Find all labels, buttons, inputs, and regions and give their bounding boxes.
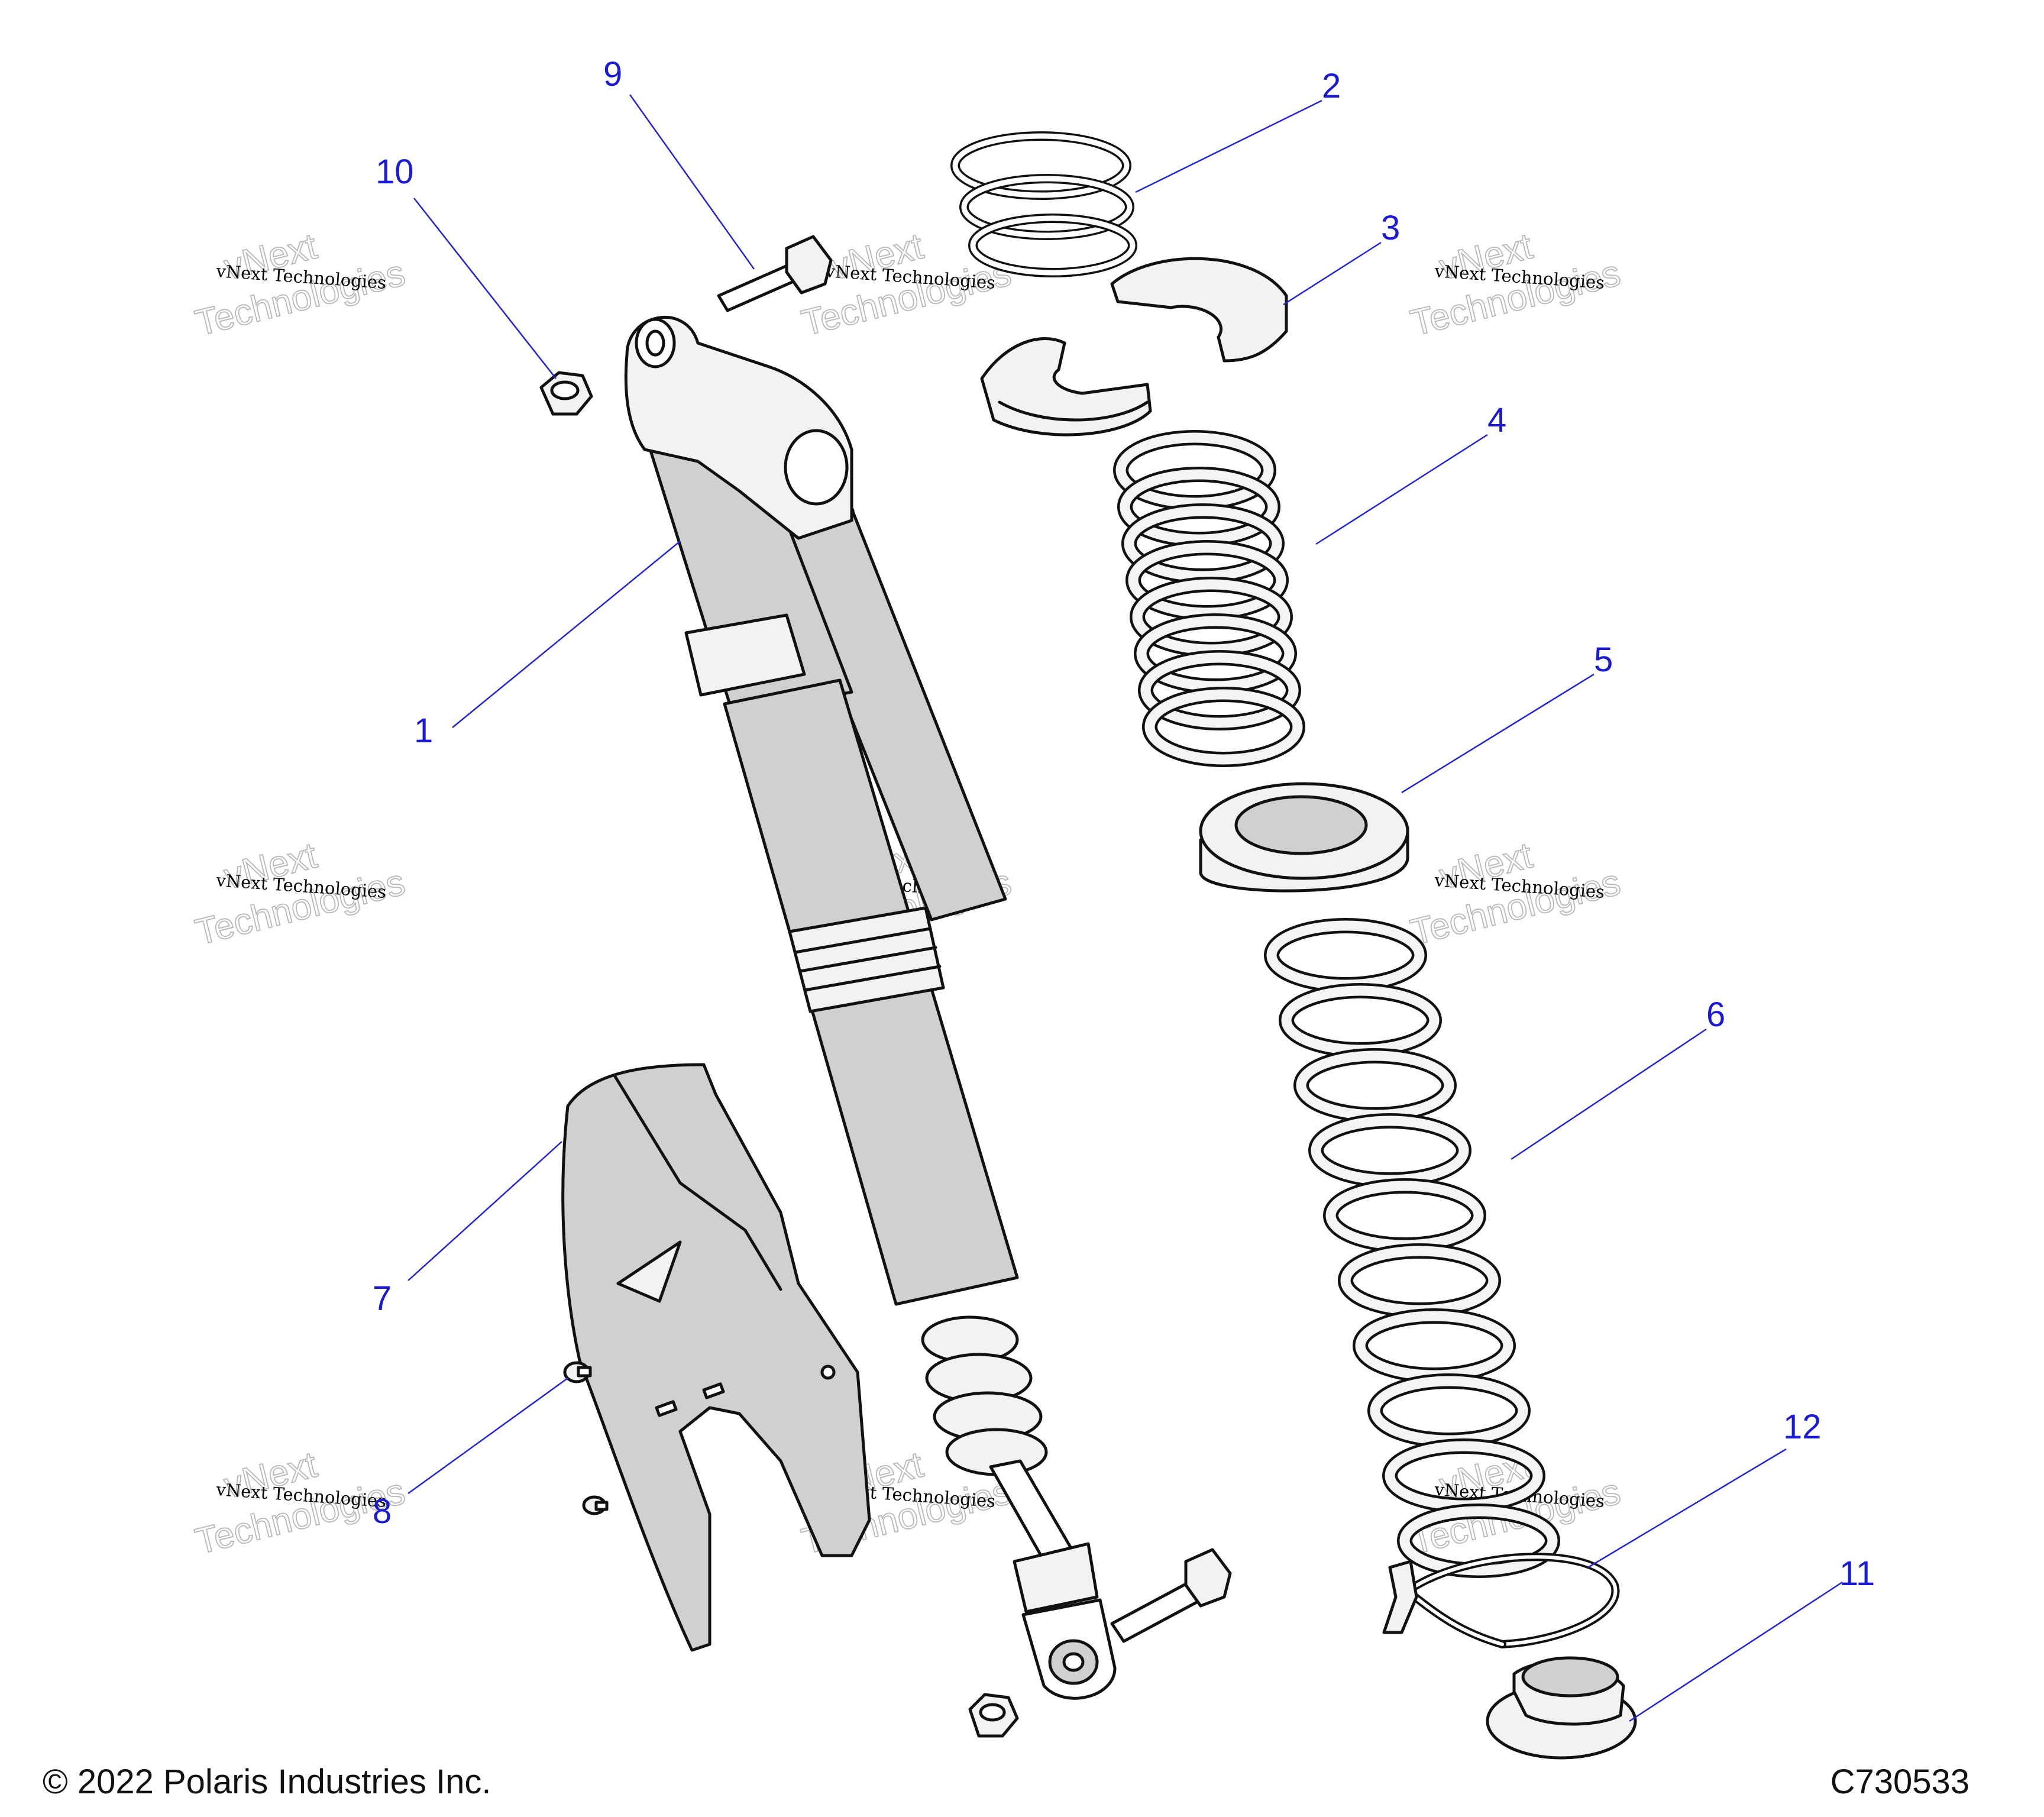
callout-8: 8 xyxy=(373,1492,392,1531)
guard-slot xyxy=(655,1400,678,1417)
lower-spring-coil xyxy=(1296,1050,1454,1120)
lower-bolt-head xyxy=(1184,1548,1232,1608)
lower-spring-coil xyxy=(1340,1246,1499,1315)
leader-7 xyxy=(407,1141,562,1281)
shock-guard-part-7 xyxy=(561,1063,871,1652)
lower-spring-coil xyxy=(1281,985,1440,1055)
lower-spring-coil xyxy=(1399,1506,1558,1576)
callout-2: 2 xyxy=(1322,67,1341,105)
guard-hole xyxy=(820,1365,836,1380)
collar-line xyxy=(803,965,942,992)
callout-1: 1 xyxy=(414,712,433,750)
leader-11 xyxy=(1629,1581,1843,1722)
bottom-seat-recess xyxy=(1521,1656,1619,1698)
leader-lines xyxy=(407,94,1843,1722)
middle-spring-coil xyxy=(1115,432,1274,508)
guard-body xyxy=(561,1063,871,1652)
lower-spring-coil xyxy=(1266,920,1425,990)
shock-top-eyelet-hole xyxy=(645,329,665,357)
leader-6 xyxy=(1511,1028,1707,1160)
callout-3: 3 xyxy=(1381,209,1400,247)
middle-spring-coil xyxy=(1140,652,1299,728)
middle-spring-part-4 xyxy=(1113,430,1305,767)
upper-bolt-part-9 xyxy=(717,235,833,312)
spring-seat-recess xyxy=(1234,795,1368,855)
callout-11: 11 xyxy=(1839,1554,1875,1593)
callout-12: 12 xyxy=(1783,1408,1822,1446)
upper-spring-part-2 xyxy=(946,90,1137,277)
shock-clamp-ring xyxy=(684,613,806,697)
leader-3 xyxy=(1283,241,1382,306)
callout-9: 9 xyxy=(603,55,622,93)
shock-absorber-part-1 xyxy=(624,315,1117,1700)
fastener-lower-pin xyxy=(594,1501,609,1511)
middle-spring-coil xyxy=(1144,689,1303,765)
upper-bolt-head xyxy=(785,235,833,295)
lower-nut xyxy=(968,1693,1019,1738)
upper-nut-hole xyxy=(550,380,580,400)
guard-slot xyxy=(702,1382,725,1399)
leader-2 xyxy=(1135,99,1322,193)
shock-bump-stop xyxy=(921,1315,1048,1476)
callout-4: 4 xyxy=(1487,401,1506,439)
guard-fastener-part-8 xyxy=(563,1361,609,1515)
spring-retainer-part-3 xyxy=(980,257,1288,437)
middle-spring-coil xyxy=(1124,506,1282,581)
retainer-ridge xyxy=(998,400,1149,422)
lower-spring-part-6 xyxy=(1264,918,1560,1578)
middle-spring-coil xyxy=(1136,616,1295,691)
lower-spring-coil xyxy=(1355,1311,1513,1380)
collar-line xyxy=(794,927,932,954)
lower-spring-coil xyxy=(1370,1376,1528,1446)
lower-spring-coil xyxy=(1325,1181,1484,1250)
copyright-text: © 2022 Polaris Industries Inc. xyxy=(43,1763,491,1801)
spring-clip-tab xyxy=(1382,1560,1418,1634)
retainer-half-lower xyxy=(980,337,1152,437)
lower-spring-coil xyxy=(1311,1116,1469,1185)
upper-nut-part-10 xyxy=(539,371,593,416)
middle-spring-coil xyxy=(1120,469,1278,545)
leader-9 xyxy=(629,94,755,270)
lower-bolt xyxy=(1110,1548,1232,1643)
callout-5: 5 xyxy=(1594,641,1613,679)
shock-lower-bearing-hole xyxy=(1062,1652,1085,1672)
leader-8 xyxy=(407,1377,568,1495)
leader-10 xyxy=(413,198,557,379)
callout-6: 6 xyxy=(1706,995,1725,1034)
bottom-spring-seat-part-11 xyxy=(1486,1656,1637,1760)
leader-12 xyxy=(1587,1448,1787,1569)
spring-clip-part-12 xyxy=(1382,1553,1620,1648)
callout-10: 10 xyxy=(376,153,414,191)
middle-spring-coil xyxy=(1132,579,1291,655)
retainer-half-upper xyxy=(1110,257,1288,363)
leader-1 xyxy=(452,541,681,728)
fastener-upper-pin xyxy=(577,1366,592,1378)
spring-seat-part-5 xyxy=(1199,782,1409,893)
callout-7: 7 xyxy=(373,1279,392,1318)
leader-5 xyxy=(1401,673,1595,794)
lower-nut-hole xyxy=(979,1703,1006,1722)
drawing-number: C730533 xyxy=(1830,1763,1969,1801)
leader-4 xyxy=(1315,434,1488,545)
middle-spring-coil xyxy=(1128,542,1286,618)
guard-crease xyxy=(613,1075,782,1291)
shock-lower-hex xyxy=(1013,1542,1099,1614)
guard-vent xyxy=(616,1240,682,1303)
shock-reservoir-port xyxy=(784,429,849,506)
callout-numbers: 1 2 3 4 5 6 7 8 9 10 11 12 xyxy=(373,55,1875,1593)
collar-line xyxy=(798,946,937,973)
